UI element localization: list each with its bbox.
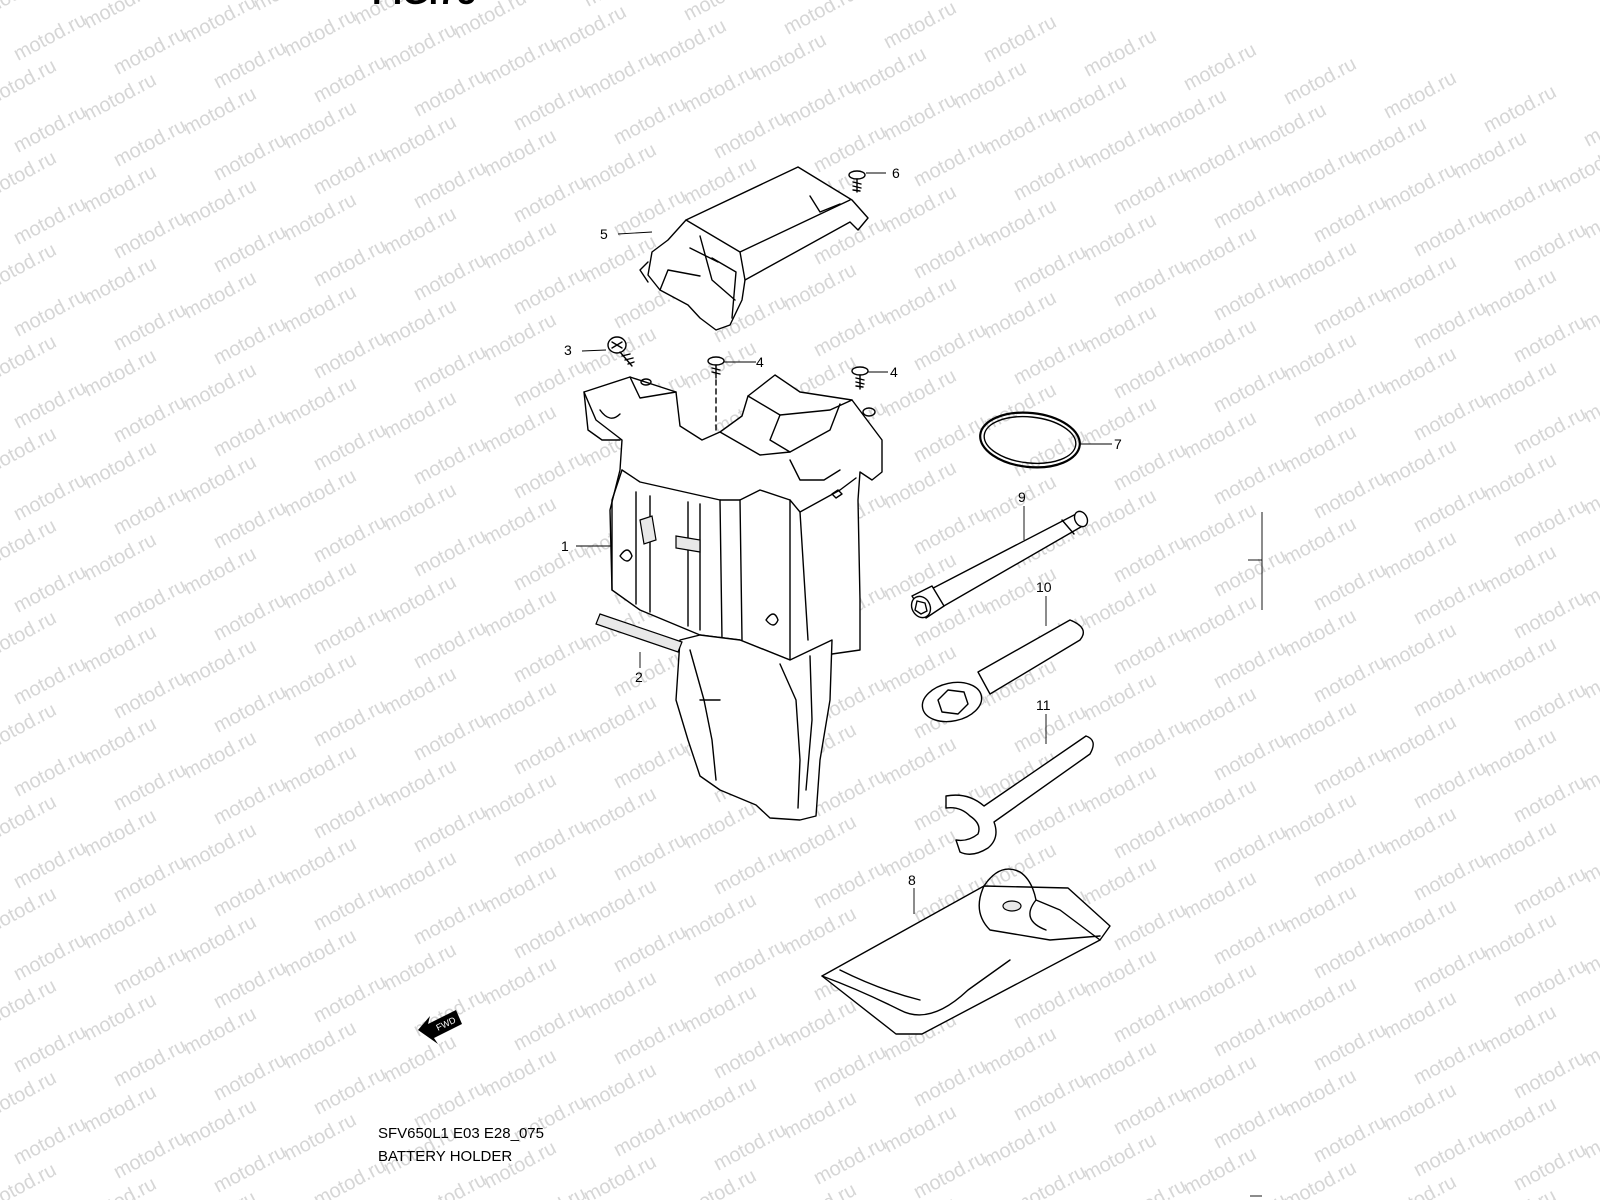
tool-bag-part-8 — [821, 868, 1111, 1035]
battery-cover-part-5 — [639, 166, 869, 331]
callout-9: 9 — [1018, 489, 1026, 505]
lower-tray — [675, 634, 833, 821]
callout-4b: 4 — [890, 364, 898, 380]
battery-case-part-1 — [583, 374, 883, 661]
figure-title: FIG.75 — [372, 0, 476, 10]
registration-mark — [1248, 512, 1263, 1197]
fwd-arrow-icon: FWD — [418, 1010, 462, 1044]
callout-5: 5 — [600, 226, 608, 242]
section-caption: BATTERY HOLDER — [378, 1148, 513, 1165]
callout-2: 2 — [635, 669, 643, 685]
model-code-caption: SFV650L1 E03 E28_075 — [378, 1125, 544, 1142]
socket-wrench-part-9 — [910, 510, 1089, 619]
screw-part-6 — [848, 170, 866, 193]
callout-4a: 4 — [756, 354, 764, 370]
rubber-band-part-7 — [979, 411, 1081, 469]
hook-spanner-part-11 — [945, 735, 1094, 855]
callout-11: 11 — [1036, 697, 1051, 713]
callout-6: 6 — [892, 165, 900, 181]
callout-1: 1 — [561, 538, 569, 554]
callout-10: 10 — [1036, 579, 1052, 595]
callout-3: 3 — [564, 342, 572, 358]
spanner-part-10 — [921, 619, 1084, 723]
callout-7: 7 — [1114, 436, 1122, 452]
leader-lines — [576, 172, 1112, 914]
bolt-part-3 — [607, 336, 635, 367]
callout-8: 8 — [908, 872, 916, 888]
pad-part-2 — [595, 613, 683, 653]
screw-part-4b — [851, 366, 869, 390]
screw-part-4a — [707, 356, 725, 441]
